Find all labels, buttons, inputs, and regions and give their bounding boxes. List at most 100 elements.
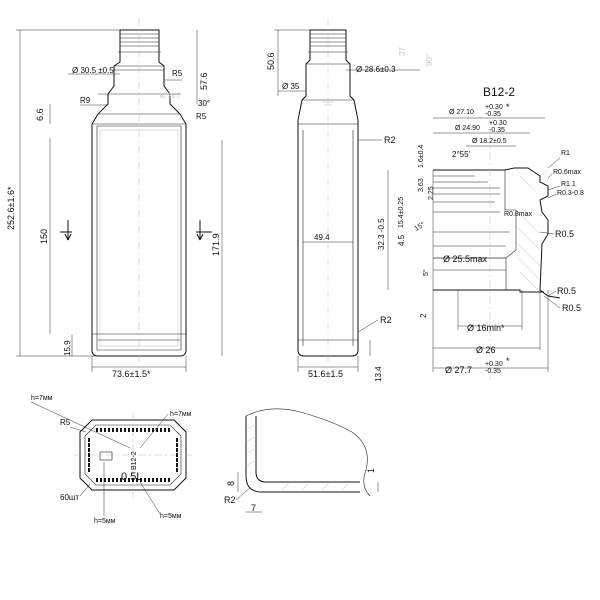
dim-d-26: Ø 26	[476, 345, 496, 355]
dim-shoulder-height: 6.6	[35, 108, 45, 121]
label-side-r2-bottom: R2	[380, 315, 392, 325]
base-dot	[104, 428, 106, 432]
front-inner-outline	[96, 125, 182, 351]
base-dot	[164, 428, 166, 432]
dim-d-277-tol-plus: +0.30	[485, 361, 503, 368]
dim-base-height: 15.9	[63, 340, 72, 356]
leader-h5-right	[139, 481, 161, 515]
star-mark-bottom: *	[506, 356, 510, 366]
bottom-dots	[88, 428, 178, 482]
base-dot	[176, 438, 178, 442]
dim-d-mid-tol-plus: +0.30	[489, 120, 507, 127]
base-dot	[176, 443, 178, 447]
label-r05b: R0.5	[557, 286, 576, 296]
label-text-size: 60шт	[60, 493, 79, 502]
base-dot	[168, 478, 170, 482]
section-hatch	[245, 423, 351, 493]
front-inner-outline-2	[99, 129, 179, 347]
base-dot	[164, 478, 166, 482]
base-dot	[176, 468, 178, 472]
base-dot	[100, 428, 102, 432]
base-dot	[144, 478, 146, 482]
dim-d-16: Ø 16min*	[467, 323, 505, 333]
label-h5-right: h=5мм	[160, 513, 182, 520]
front-view: 252.6±1.6* 57.6 150 171.9 6.6 15.9 73.6±…	[6, 18, 223, 379]
base-dot	[108, 428, 110, 432]
base-dot	[88, 443, 90, 447]
dim-d-top-tol-plus: +0.30	[485, 104, 503, 111]
dim-d-top: Ø 27.10	[449, 109, 474, 116]
base-dot	[108, 478, 110, 482]
base-dot	[104, 478, 106, 482]
base-dot	[132, 478, 134, 482]
dim-side-width: 51.6±1.5	[308, 369, 343, 379]
dim-d-inner: Ø 18.2±0.5	[472, 138, 507, 145]
dim-d-277: Ø 27.7	[445, 365, 472, 375]
base-dot	[156, 428, 158, 432]
dim-neck-diameter: Ø 30.5 ±0.5	[72, 66, 114, 75]
leader-bottom-r5	[69, 426, 87, 433]
label-r06: R0.6max	[553, 169, 582, 176]
base-dot	[136, 478, 138, 482]
label-h7-right: h=7мм	[170, 411, 192, 418]
base-dot	[176, 448, 178, 452]
base-dot	[176, 453, 178, 457]
dim-side-finish-diameter: Ø 28.6±0.3	[356, 65, 396, 74]
label-r11: R1.1	[561, 181, 576, 188]
label-side-r2-top: R2	[384, 135, 396, 145]
ghost-dim-90: 90°	[425, 54, 434, 66]
dim-side-neck-diameter: Ø 35	[282, 82, 300, 91]
dim-d-top-tol-minus: -0.35	[485, 111, 501, 118]
section-detail: 8 1 R2 7	[224, 408, 379, 513]
finish-title: B12-2	[483, 85, 515, 99]
base-dot	[140, 478, 142, 482]
section-wall-inner	[255, 416, 360, 483]
dim-h-16: 1.6±0.4	[418, 145, 425, 168]
base-dot	[88, 448, 90, 452]
base-dot	[152, 478, 154, 482]
dim-section-1: 1	[366, 468, 376, 473]
dim-h-2: 2.25	[428, 186, 435, 200]
leader-h7-right	[139, 413, 169, 449]
base-dot	[128, 478, 130, 482]
dim-h-15: 15.4±0.25	[398, 197, 405, 228]
label-section-r2: R2	[224, 495, 236, 505]
base-dot	[100, 478, 102, 482]
star-mark-top: *	[506, 102, 510, 112]
dim-label-height: 150	[39, 229, 49, 244]
dim-section-8: 8	[226, 481, 236, 486]
base-dot	[168, 428, 170, 432]
label-shoulder-r5: R5	[196, 112, 207, 121]
base-dot	[124, 428, 126, 432]
base-dot	[144, 428, 146, 432]
dim-side-base-height: 13.4	[374, 366, 383, 382]
base-dot	[116, 428, 118, 432]
base-dot	[152, 428, 154, 432]
bottom-inner-outline	[84, 424, 182, 486]
dim-angle-15: 15°	[413, 220, 426, 232]
base-dot	[128, 428, 130, 432]
dim-neck-height: 57.6	[199, 72, 209, 90]
base-dot	[160, 478, 162, 482]
section-arrow-left	[60, 220, 72, 241]
base-dot	[88, 453, 90, 457]
dim-body-height: 171.9	[211, 233, 221, 256]
label-r05c: R0.5	[562, 303, 581, 313]
front-bottle-outline	[91, 29, 187, 357]
dim-section-7: 7	[251, 503, 256, 513]
side-bottle-outline	[297, 29, 359, 357]
bottom-outline	[79, 419, 187, 491]
base-dot	[120, 478, 122, 482]
ghost-dim-37: 37	[398, 47, 407, 56]
bottom-emboss-box	[99, 451, 113, 461]
dim-side-label-width: 49.4	[314, 233, 330, 242]
finish-body-lines	[433, 231, 510, 271]
label-shoulder-r9: R9	[80, 96, 91, 105]
bottom-view: h=7мм R5 h=7мм 0.5L B12-2 h=5мм h=5мм 60…	[30, 395, 192, 525]
finish-inner-bore	[504, 170, 517, 290]
base-dot	[160, 428, 162, 432]
base-dot	[136, 428, 138, 432]
base-dot	[176, 458, 178, 462]
base-dot	[88, 438, 90, 442]
leader-section-r2	[235, 487, 251, 501]
